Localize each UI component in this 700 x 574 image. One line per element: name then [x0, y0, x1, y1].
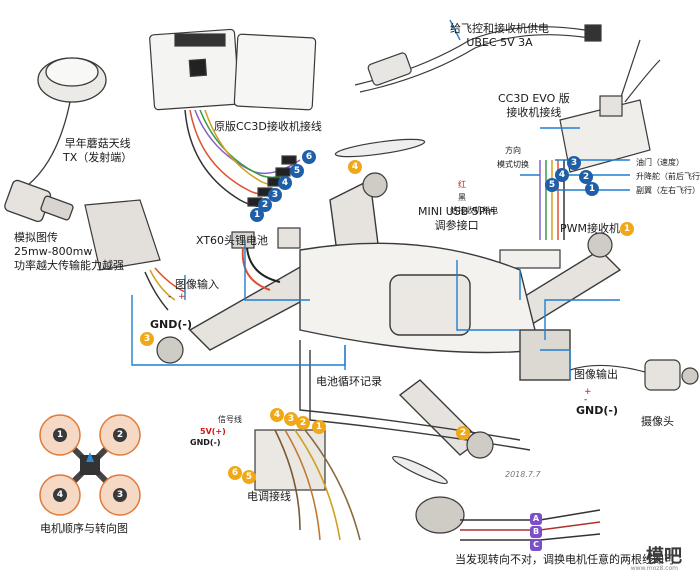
- video-in-label: 图像输入: [175, 278, 219, 291]
- esc-gnd-label: GND(-): [190, 438, 221, 447]
- phase-c-badge: C: [530, 539, 542, 551]
- phase-b-badge: B: [530, 526, 542, 538]
- direction-label: 方向: [505, 146, 521, 155]
- mushroom-antenna: [4, 57, 107, 223]
- esc-badge-1: 1: [312, 420, 326, 434]
- pwm-receiver-label: PWM接收机: [560, 222, 621, 235]
- esc-badge-5: 5: [242, 470, 256, 484]
- cc3d-evo: [499, 39, 661, 269]
- elevator-label: 升降舵（前后飞行）: [636, 172, 700, 181]
- camera-minus-sign: -: [584, 395, 588, 405]
- camera-label: 摄像头: [641, 415, 674, 428]
- black-wire-label: 黑: [458, 193, 466, 202]
- leader-lines: [131, 19, 630, 380]
- badge-blue-5: 5: [290, 164, 304, 178]
- order-badge-1: 1: [53, 428, 67, 442]
- esc-5v-label: 5V(+): [200, 427, 226, 436]
- video-out-label: 图像输出: [574, 368, 618, 381]
- signal-line-label: 信号线: [218, 415, 242, 424]
- throttle-label: 油门（速度）: [636, 158, 684, 167]
- red-wire-label: 红: [458, 180, 466, 189]
- badge-blue-4: 4: [278, 176, 292, 190]
- gnd-left-label: GND(-): [150, 318, 192, 331]
- motor-badge-1: 1: [620, 222, 634, 236]
- motor-order-label: 电机顺序与转向图: [40, 522, 128, 535]
- battery-loop-label: 电池循环记录: [316, 375, 382, 388]
- motor-badge-3: 3: [140, 332, 154, 346]
- badge-blue-3: 3: [268, 188, 282, 202]
- badge-blue-6: 6: [302, 150, 316, 164]
- evo-badge-5: 5: [545, 178, 559, 192]
- order-badge-2: 2: [113, 428, 127, 442]
- order-badge-4: 4: [53, 488, 67, 502]
- watermark-logo: 模吧: [646, 546, 682, 567]
- cc3d-boards: [149, 28, 317, 208]
- motors: [156, 138, 613, 534]
- esc-wires: [254, 429, 361, 541]
- motor-badge-2: 2: [456, 426, 470, 440]
- vtx-minus-sign: -: [168, 292, 172, 302]
- vtx-label: 模拟图传 25mw-800mw 功率越大传输能力越强: [14, 231, 124, 272]
- evo-badge-3: 3: [567, 156, 581, 170]
- evo-badge-2: 2: [579, 170, 593, 184]
- esc-wiring-label: 电调接线: [247, 490, 291, 503]
- order-badge-3: 3: [113, 488, 127, 502]
- watermark-url: www.moz8.com: [630, 565, 678, 572]
- phase-a-badge: A: [530, 513, 542, 525]
- swap-note-label: 当发现转向不对，调换电机任意的两根线即可: [455, 553, 675, 566]
- antenna-label: 早年蘑菇天线 TX（发射端）: [63, 137, 133, 164]
- esc-badge-4: 4: [270, 408, 284, 422]
- aileron-label: 副翼（左右飞行）: [636, 186, 700, 195]
- vtx-plus-sign: +: [178, 292, 186, 302]
- cc3d-evo-label: CC3D EVO 版接收机接线: [498, 92, 570, 119]
- cc3d-original-label: 原版CC3D接收机接线: [214, 120, 322, 133]
- gnd-right-label: GND(-): [576, 404, 618, 417]
- camera: [569, 359, 699, 391]
- xt60-connector: [231, 227, 301, 291]
- rx-power-label: 给接收机供电: [450, 206, 498, 215]
- badge-blue-1: 1: [250, 208, 264, 222]
- badge-blue-2: 2: [258, 198, 272, 212]
- esc-badge-2: 2: [296, 416, 310, 430]
- xt60-label: XT60头锂电池: [196, 234, 269, 247]
- sketch-date: 2018.7.7: [505, 470, 541, 479]
- video-transmitter: [84, 199, 186, 311]
- motor-badge-4: 4: [348, 160, 362, 174]
- esc-badge-3: 3: [284, 412, 298, 426]
- ubec: [354, 24, 602, 93]
- camera-plus-sign: +: [584, 387, 592, 397]
- evo-badge-4: 4: [555, 168, 569, 182]
- mode-switch-label: 模式切换: [497, 160, 529, 169]
- esc-badge-6: 6: [228, 466, 242, 480]
- evo-badge-1: 1: [585, 182, 599, 196]
